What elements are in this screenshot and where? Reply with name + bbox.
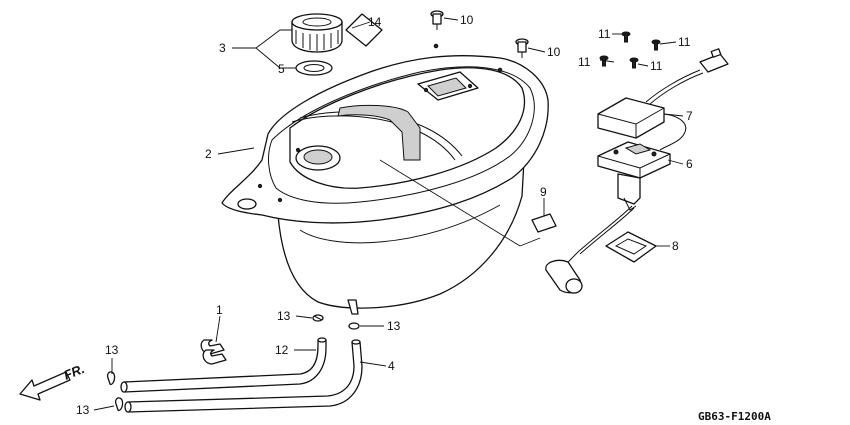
flange-bolt-upper	[430, 10, 444, 30]
cap-seal	[295, 60, 333, 76]
callout-13-tube: 13	[105, 343, 119, 357]
callout-11-d: 11	[650, 59, 663, 73]
float	[545, 259, 583, 294]
callout-9: 9	[540, 185, 547, 199]
tube-clamp	[200, 339, 227, 365]
clip-breather-tube-end	[114, 397, 124, 412]
breather-tube	[124, 339, 363, 413]
caution-label	[531, 213, 557, 233]
callout-6: 6	[686, 157, 693, 171]
sender-cover	[597, 48, 729, 151]
label-sticker	[345, 13, 383, 47]
callout-5: 5	[278, 62, 285, 76]
callout-2: 2	[205, 147, 212, 161]
callout-3: 3	[219, 41, 226, 55]
leader-lines	[93, 17, 684, 411]
fuel-tank	[221, 43, 549, 315]
callout-11-a: 11	[598, 27, 611, 41]
callout-13-breather: 13	[76, 403, 90, 417]
callout-14: 14	[368, 15, 382, 29]
callout-7: 7	[686, 109, 693, 123]
callout-13-drain: 13	[387, 319, 401, 333]
clip-drain	[348, 322, 360, 330]
clip-tube-upper	[312, 314, 324, 322]
callout-1: 1	[216, 303, 223, 317]
flange-bolt-lower	[515, 38, 529, 58]
fuel-cap	[291, 13, 343, 53]
callout-10-lower: 10	[547, 45, 561, 59]
callout-10-upper: 10	[460, 13, 474, 27]
callout-11-b: 11	[678, 35, 691, 49]
callout-8: 8	[672, 239, 679, 253]
screws-set	[599, 31, 661, 69]
callout-13-tank: 13	[277, 309, 291, 323]
clip-fuel-tube-end	[106, 371, 116, 386]
callout-12: 12	[275, 343, 289, 357]
fuel-tube	[120, 337, 327, 393]
front-label: FR.	[62, 361, 87, 383]
fuel-sender-unit	[563, 141, 671, 269]
callout-4: 4	[388, 359, 395, 373]
callout-11-c: 11	[578, 55, 591, 69]
front-arrow-icon	[19, 371, 71, 401]
diagram-code: GB63-F1200A	[698, 410, 771, 423]
sender-gasket	[605, 231, 657, 263]
